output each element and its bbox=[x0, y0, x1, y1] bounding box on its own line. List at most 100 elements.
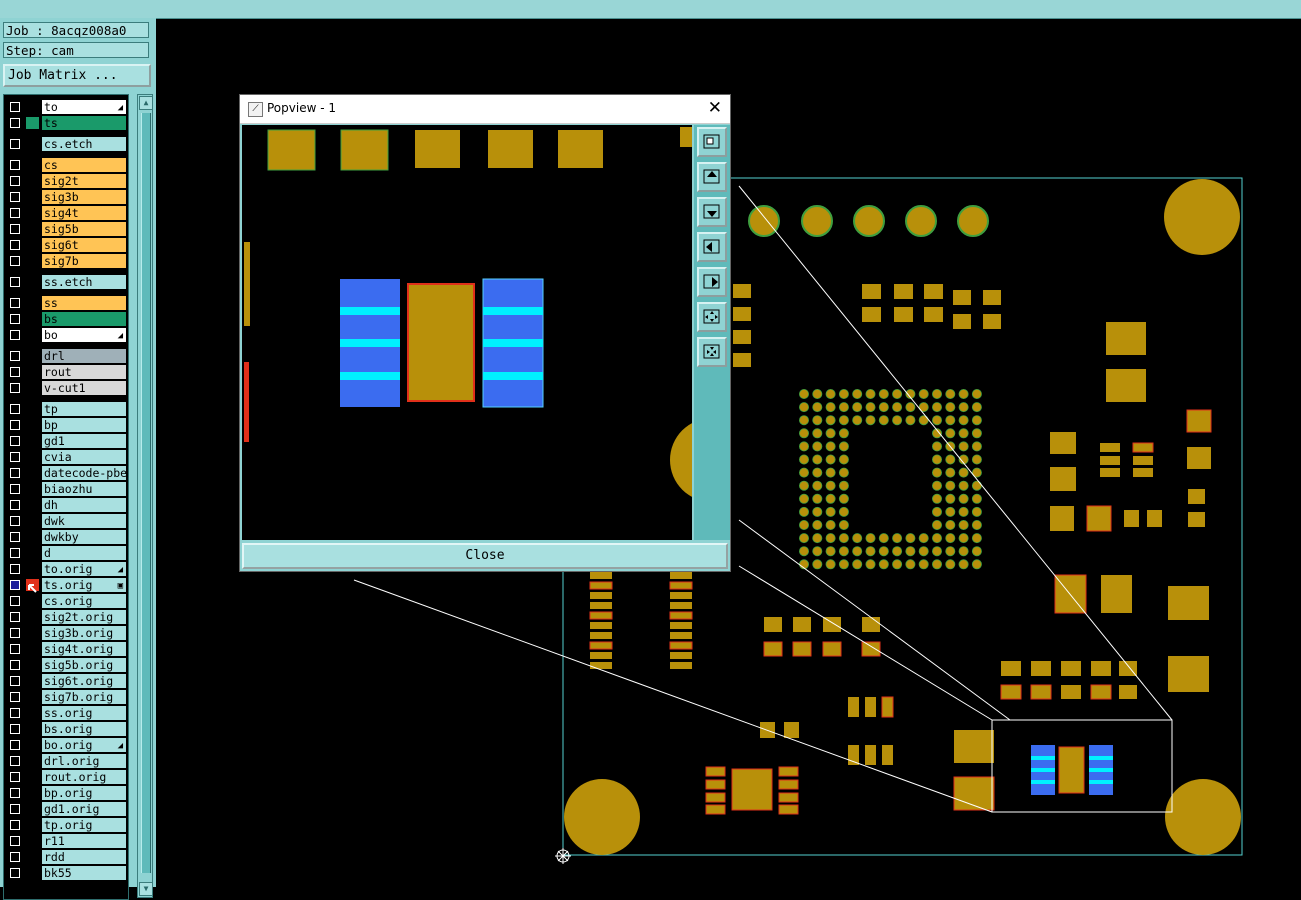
close-icon[interactable]: ✕ bbox=[707, 98, 722, 118]
layer-checkbox[interactable] bbox=[10, 484, 20, 494]
layer-row[interactable]: gd1.orig bbox=[4, 801, 128, 817]
layer-row[interactable]: sig6t.orig bbox=[4, 673, 128, 689]
layer-row[interactable]: sig5b bbox=[4, 221, 128, 237]
layer-name[interactable]: sig3b bbox=[42, 190, 126, 204]
layer-name[interactable]: bk55 bbox=[42, 866, 126, 880]
layer-affected-indicator[interactable] bbox=[26, 207, 39, 219]
layer-affected-indicator[interactable] bbox=[26, 691, 39, 703]
layer-checkbox[interactable] bbox=[10, 740, 20, 750]
layer-name[interactable]: sig7b bbox=[42, 254, 126, 268]
layer-affected-indicator[interactable] bbox=[26, 276, 39, 288]
layer-row[interactable]: dwk bbox=[4, 513, 128, 529]
layer-checkbox[interactable] bbox=[10, 500, 20, 510]
layer-checkbox[interactable] bbox=[10, 420, 20, 430]
layer-checkbox[interactable] bbox=[10, 788, 20, 798]
layer-row[interactable]: biaozhu bbox=[4, 481, 128, 497]
layer-affected-indicator[interactable] bbox=[26, 707, 39, 719]
layer-row[interactable]: bs.orig bbox=[4, 721, 128, 737]
layer-affected-indicator[interactable] bbox=[26, 563, 39, 575]
layer-affected-indicator[interactable] bbox=[26, 350, 39, 362]
layer-row[interactable]: bo◢ bbox=[4, 327, 128, 343]
layer-name[interactable]: tp bbox=[42, 402, 126, 416]
graphic-area[interactable] bbox=[156, 18, 1301, 887]
layer-row[interactable]: rout bbox=[4, 364, 128, 380]
layer-affected-indicator[interactable] bbox=[26, 627, 39, 639]
layer-checkbox[interactable] bbox=[10, 160, 20, 170]
layer-checkbox[interactable] bbox=[10, 708, 20, 718]
layer-row[interactable]: dh bbox=[4, 497, 128, 513]
layer-name[interactable]: ts.orig▣ bbox=[42, 578, 126, 592]
layer-name[interactable]: sig2t.orig bbox=[42, 610, 126, 624]
layer-row[interactable]: sig2t bbox=[4, 173, 128, 189]
layer-row[interactable]: to◢ bbox=[4, 99, 128, 115]
layer-name[interactable]: bs.orig bbox=[42, 722, 126, 736]
layer-name[interactable]: bo◢ bbox=[42, 328, 126, 342]
layer-name[interactable]: sig4t.orig bbox=[42, 642, 126, 656]
layer-name[interactable]: dwkby bbox=[42, 530, 126, 544]
layer-checkbox[interactable] bbox=[10, 564, 20, 574]
layer-checkbox[interactable] bbox=[10, 351, 20, 361]
layer-affected-indicator[interactable] bbox=[26, 723, 39, 735]
layer-row[interactable]: bs bbox=[4, 311, 128, 327]
scroll-up-icon[interactable]: ▲ bbox=[139, 96, 153, 110]
layer-name[interactable]: cvia bbox=[42, 450, 126, 464]
layer-checkbox[interactable] bbox=[10, 724, 20, 734]
layer-name[interactable]: ts bbox=[42, 116, 126, 130]
layer-name[interactable]: ss bbox=[42, 296, 126, 310]
layer-row[interactable]: ss.etch bbox=[4, 274, 128, 290]
layer-row[interactable]: dwkby bbox=[4, 529, 128, 545]
layer-name[interactable]: sig5b bbox=[42, 222, 126, 236]
layer-affected-indicator[interactable] bbox=[26, 117, 39, 129]
layer-affected-indicator[interactable] bbox=[26, 835, 39, 847]
layer-affected-indicator[interactable] bbox=[26, 467, 39, 479]
layer-checkbox[interactable] bbox=[10, 102, 20, 112]
layer-name[interactable]: ss.orig bbox=[42, 706, 126, 720]
popview-title-bar[interactable]: ⟋ Popview - 1 ✕ bbox=[240, 95, 730, 124]
layer-affected-indicator[interactable] bbox=[26, 366, 39, 378]
layer-row[interactable]: cvia bbox=[4, 449, 128, 465]
layer-row[interactable]: sig3b.orig bbox=[4, 625, 128, 641]
layer-name[interactable]: biaozhu bbox=[42, 482, 126, 496]
layer-checkbox[interactable] bbox=[10, 139, 20, 149]
zoom-out-icon[interactable] bbox=[697, 337, 727, 367]
layer-checkbox[interactable] bbox=[10, 118, 20, 128]
layer-row[interactable]: ts bbox=[4, 115, 128, 131]
layer-name[interactable]: sig7b.orig bbox=[42, 690, 126, 704]
layer-checkbox[interactable] bbox=[10, 692, 20, 702]
layer-checkbox[interactable] bbox=[10, 532, 20, 542]
layer-affected-indicator[interactable] bbox=[26, 255, 39, 267]
layer-affected-indicator[interactable] bbox=[26, 297, 39, 309]
layer-row[interactable]: sig7b bbox=[4, 253, 128, 269]
layer-name[interactable]: tp.orig bbox=[42, 818, 126, 832]
layer-row[interactable]: sig6t bbox=[4, 237, 128, 253]
layer-row[interactable]: ts.orig▣ bbox=[4, 577, 128, 593]
layer-affected-indicator[interactable] bbox=[26, 643, 39, 655]
pan-left-icon[interactable] bbox=[697, 232, 727, 262]
layer-row[interactable]: drl.orig bbox=[4, 753, 128, 769]
layer-checkbox[interactable] bbox=[10, 314, 20, 324]
layer-checkbox[interactable] bbox=[10, 298, 20, 308]
layer-name[interactable]: cs.etch bbox=[42, 137, 126, 151]
layer-row[interactable]: bp.orig bbox=[4, 785, 128, 801]
layer-row[interactable]: drl bbox=[4, 348, 128, 364]
layer-checkbox[interactable] bbox=[10, 404, 20, 414]
layer-checkbox[interactable] bbox=[10, 852, 20, 862]
layer-affected-indicator[interactable] bbox=[26, 755, 39, 767]
layer-affected-indicator[interactable] bbox=[26, 223, 39, 235]
layer-affected-indicator[interactable] bbox=[26, 175, 39, 187]
layer-row[interactable]: bo.orig◢ bbox=[4, 737, 128, 753]
layer-row[interactable]: ss bbox=[4, 295, 128, 311]
layer-affected-indicator[interactable] bbox=[26, 531, 39, 543]
layer-affected-indicator[interactable] bbox=[26, 547, 39, 559]
layer-row[interactable]: sig4t.orig bbox=[4, 641, 128, 657]
layer-row[interactable]: bk55 bbox=[4, 865, 128, 881]
layer-name[interactable]: drl.orig bbox=[42, 754, 126, 768]
layer-affected-indicator[interactable] bbox=[26, 451, 39, 463]
pan-right-icon[interactable] bbox=[697, 267, 727, 297]
job-matrix-button[interactable]: Job Matrix ... bbox=[3, 64, 151, 87]
layer-row[interactable]: tp bbox=[4, 401, 128, 417]
layer-row[interactable]: to.orig◢ bbox=[4, 561, 128, 577]
popview-canvas[interactable] bbox=[242, 125, 692, 540]
layer-checkbox[interactable] bbox=[10, 756, 20, 766]
layer-name[interactable]: sig6t.orig bbox=[42, 674, 126, 688]
